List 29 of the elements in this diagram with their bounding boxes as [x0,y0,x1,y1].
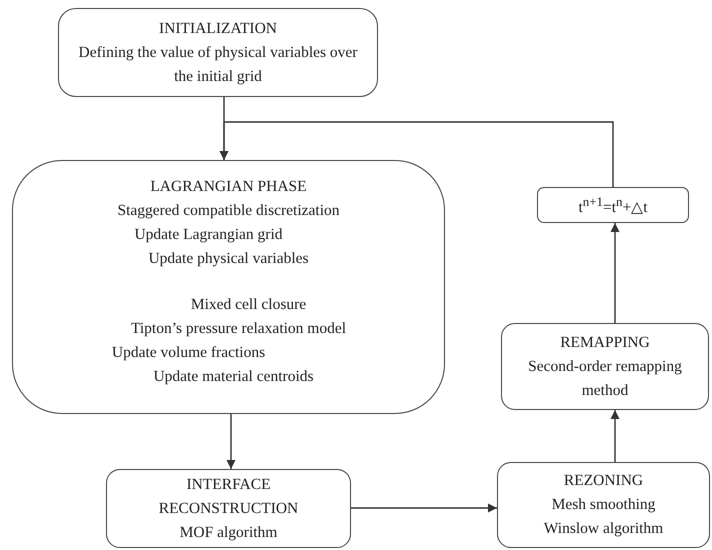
box-text: Mesh smoothing [552,495,656,515]
process-box [12,160,445,414]
box-heading: INTERFACE RECONSTRUCTION [158,474,300,518]
box-heading: INITIALIZATION [159,18,277,38]
arrow [226,414,236,469]
process-box [501,323,709,410]
arrow [351,504,497,512]
box-text: Update volume fractions [112,343,266,363]
box-text: Winslow algorithm [544,519,664,539]
box-heading: REZONING [564,471,644,491]
process-box [58,8,378,97]
process-box [106,469,351,548]
box-text: Update physical variables [148,249,309,269]
box-text: Update material centroids [153,367,314,387]
box-text: t$^{n+1}$=t$^{n}$+△t [578,192,648,218]
box-text: Staggered compatible discretization [117,201,340,221]
box-text: Defining the value of physical variables over the initial grid [78,42,358,86]
box-heading: LAGRANGIAN PHASE [150,177,307,197]
box-text: Second-order remapping method [527,356,683,400]
box-text: Tipton’s pressure relaxation model [130,319,346,339]
formula-box [537,187,689,223]
box-text: Mixed cell closure [190,295,306,315]
arrow [610,223,620,323]
arrow [220,121,614,187]
arrow [610,410,620,462]
box-heading: REMAPPING [560,332,650,352]
box-text: MOF algorithm [180,522,278,542]
box-text: Update Lagrangian grid [134,225,283,245]
process-box [497,462,710,548]
